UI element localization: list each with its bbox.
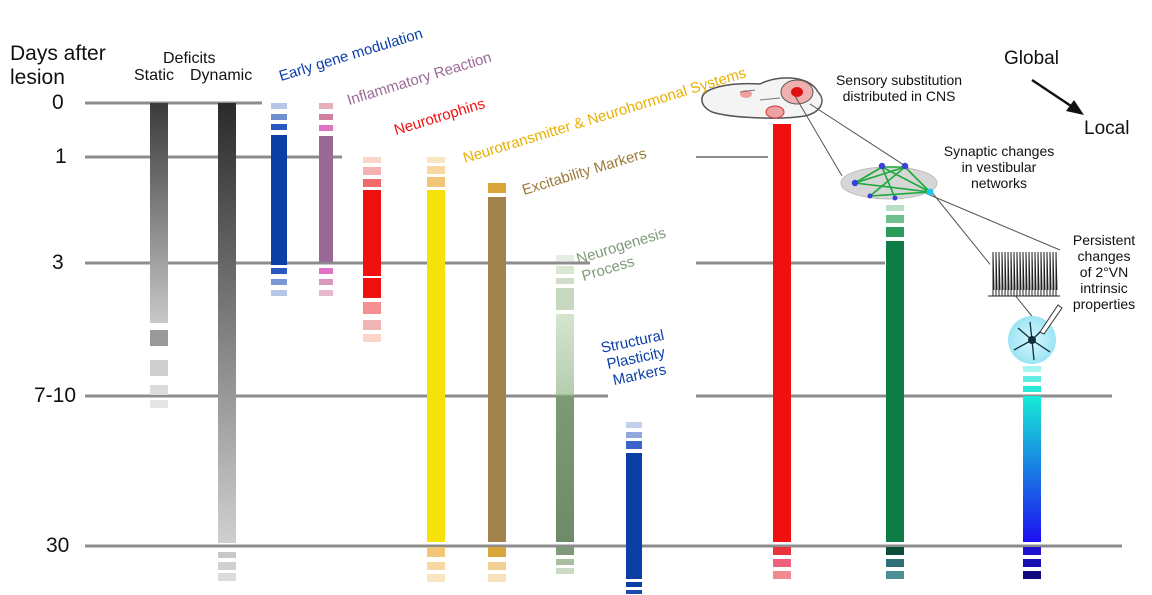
vestibular-network-illustration (840, 162, 938, 201)
early-gene-bar (271, 103, 287, 296)
day-label-3: 3 (52, 251, 64, 274)
global-label: Global (1004, 48, 1059, 69)
sensory-substitution-label: Sensory substitution distributed in CNS (835, 72, 963, 104)
dynamic-deficit-bar (218, 103, 236, 581)
day-label-0: 0 (52, 91, 64, 114)
deficits-label: Deficits (163, 50, 216, 67)
neurotransmitter-bar (427, 157, 445, 582)
excitability-bar (488, 183, 506, 582)
dynamic-label: Dynamic (190, 67, 253, 84)
neurogenesis-bar (556, 255, 574, 574)
neurotrophins-bar (363, 157, 381, 342)
structural-bar (626, 422, 642, 594)
static-label: Static (134, 67, 175, 84)
local-label: Local (1084, 118, 1130, 139)
day-gridlines (85, 101, 1122, 548)
synaptic-bar (886, 205, 904, 579)
days-title: Days after lesion (10, 42, 106, 89)
local-bar (1023, 366, 1041, 579)
synaptic-changes-label: Synaptic changes in vestibular networks (943, 143, 1055, 191)
sensory-bar (773, 124, 791, 579)
static-deficit-bar (150, 103, 168, 408)
inflammatory-bar (319, 103, 333, 296)
neuron-illustration (1008, 304, 1063, 364)
day-label-1: 1 (55, 145, 67, 168)
spike-trace (988, 250, 1060, 297)
persistent-changes-label: Persistent changes of 2°VN intrinsic pro… (1072, 232, 1136, 312)
global-local-arrow (1031, 78, 1084, 115)
day-label-30: 30 (46, 534, 70, 557)
brain-illustration (701, 77, 823, 119)
day-label-7-10: 7-10 (34, 384, 77, 407)
